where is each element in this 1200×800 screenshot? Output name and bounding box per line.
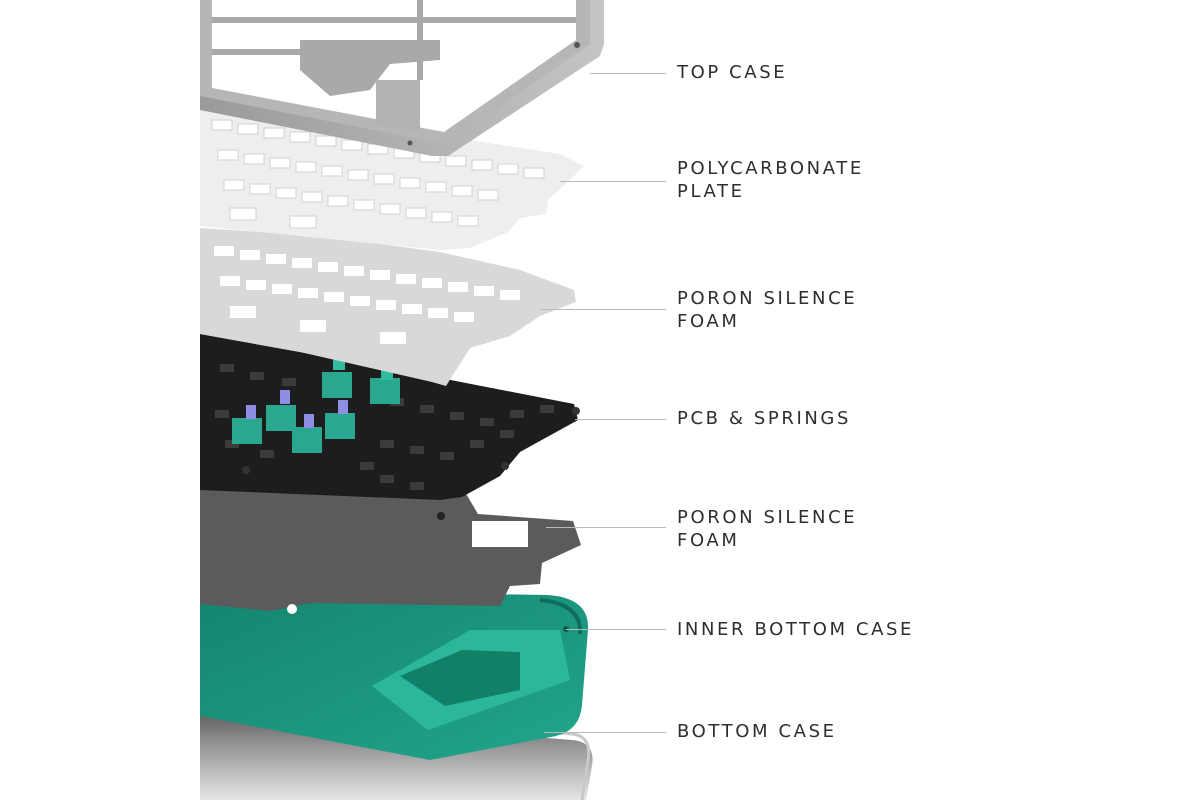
layer-pcb-springs	[200, 334, 580, 500]
leader-line-poron-foam-lower	[546, 527, 666, 528]
leader-line-poron-foam-upper	[540, 309, 666, 310]
leader-line-bottom-case	[544, 732, 666, 733]
label-line: PCB & SPRINGS	[677, 408, 851, 429]
layer-inner-bottom-case	[200, 590, 589, 760]
label-top-case: TOP CASE	[677, 61, 787, 84]
label-bottom-case: BOTTOM CASE	[677, 720, 837, 743]
label-line: FOAM	[677, 311, 740, 332]
label-poron-silence-foam-upper: PORON SILENCE FOAM	[677, 287, 857, 333]
label-line: PORON SILENCE	[677, 288, 858, 309]
label-pcb-springs: PCB & SPRINGS	[677, 407, 851, 430]
label-poron-silence-foam-lower: PORON SILENCE FOAM	[677, 506, 857, 552]
leader-line-pcb-springs	[575, 419, 666, 420]
layer-poron-foam-upper	[200, 228, 576, 386]
label-line: BOTTOM CASE	[677, 721, 837, 742]
label-line: POLYCARBONATE	[677, 158, 864, 179]
layer-polycarbonate-plate	[200, 110, 584, 250]
label-polycarbonate-plate: POLYCARBONATE PLATE	[677, 157, 864, 203]
label-line: INNER BOTTOM CASE	[677, 619, 915, 640]
label-inner-bottom-case: INNER BOTTOM CASE	[677, 618, 914, 641]
leader-line-polycarbonate-plate	[560, 181, 666, 182]
label-line: PORON SILENCE	[677, 507, 858, 528]
label-line: FOAM	[677, 530, 740, 551]
leader-line-inner-bottom-case	[566, 629, 666, 630]
label-line: TOP CASE	[677, 62, 788, 83]
layer-top-case	[200, 0, 604, 156]
leader-line-top-case	[590, 73, 666, 74]
label-line: PLATE	[677, 181, 745, 202]
